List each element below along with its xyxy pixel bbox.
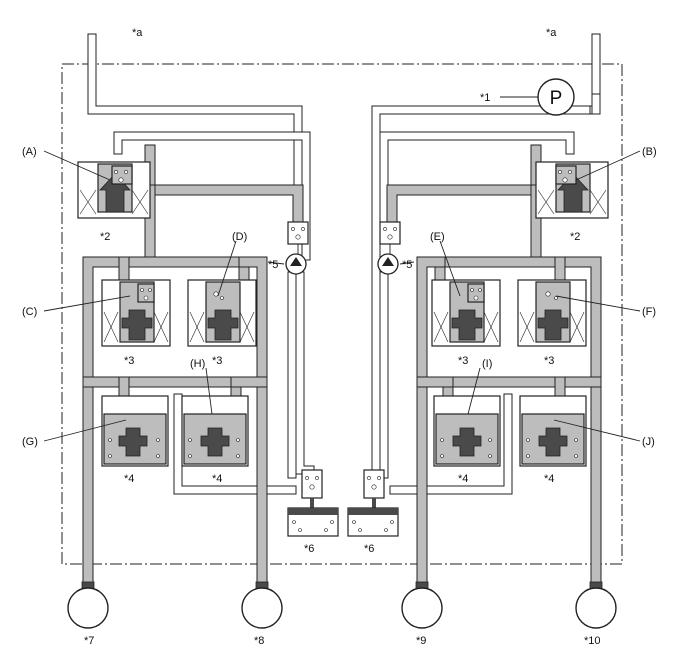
- return-lines: [87, 33, 601, 495]
- label-reservoir-6-left: *6: [304, 543, 314, 555]
- label-A: (A): [22, 146, 37, 158]
- label-valve-3-c: *3: [124, 355, 134, 367]
- valve-unit-4-g: [101, 395, 169, 467]
- reservoir-6-left: [287, 469, 339, 537]
- pump-unit-5-right: [377, 221, 401, 275]
- label-a-right: *a: [546, 27, 557, 39]
- label-pump-5-right: *5: [402, 259, 412, 271]
- wheel-cylinder-9: [401, 581, 443, 629]
- label-G: (G): [22, 436, 38, 448]
- label-valve-2-left: *2: [100, 231, 110, 243]
- label-wheel-10: *10: [584, 635, 601, 647]
- actuator-boundary: [61, 63, 623, 565]
- label-wheel-7: *7: [84, 635, 94, 647]
- label-wheel-8: *8: [254, 635, 264, 647]
- valve-unit-3-d: [187, 279, 257, 347]
- label-B: (B): [642, 146, 657, 158]
- label-J: (J): [642, 436, 655, 448]
- label-pump-1: *1: [480, 92, 490, 104]
- label-valve-4-j: *4: [544, 473, 554, 485]
- pump-unit-5-left: [285, 221, 309, 275]
- label-valve-3-d: *3: [212, 355, 222, 367]
- valve-unit-2-left: [77, 161, 151, 219]
- valve-unit-4-i: [433, 395, 501, 467]
- label-wheel-9: *9: [416, 635, 426, 647]
- valve-unit-4-h: [181, 395, 249, 467]
- label-a-left: *a: [132, 27, 143, 39]
- label-H: (H): [190, 358, 205, 370]
- reservoir-6-right: [347, 469, 399, 537]
- label-valve-4-h: *4: [212, 473, 222, 485]
- leader-lines: [43, 150, 641, 442]
- pump: P: [500, 78, 575, 116]
- pump-symbol-label: P: [550, 88, 563, 109]
- wheel-cylinder-10: [575, 581, 617, 629]
- label-C: (C): [22, 306, 37, 318]
- label-valve-4-i: *4: [458, 473, 468, 485]
- fluid-lines: [82, 144, 602, 596]
- label-valve-3-e: *3: [458, 355, 468, 367]
- label-D: (D): [232, 231, 247, 243]
- label-pump-5-left: *5: [268, 259, 278, 271]
- label-F: (F): [642, 306, 656, 318]
- label-reservoir-6-right: *6: [364, 543, 374, 555]
- label-E: (E): [430, 231, 445, 243]
- valve-unit-3-f: [517, 279, 587, 347]
- label-valve-4-g: *4: [124, 473, 134, 485]
- wheel-cylinder-7: [67, 581, 109, 629]
- wheel-cylinder-8: [241, 581, 283, 629]
- label-I: (I): [482, 358, 492, 370]
- label-valve-2-right: *2: [570, 231, 580, 243]
- label-valve-3-f: *3: [544, 355, 554, 367]
- valve-unit-3-e: [431, 279, 501, 347]
- valve-unit-3-c: [101, 279, 171, 347]
- valve-unit-4-j: [519, 395, 587, 467]
- valve-unit-2-right: [535, 161, 609, 219]
- callout-labels: *a *a *1 *2 *2 *3 *3 *3 *3 *4 *4 *4 *4 *…: [22, 27, 657, 647]
